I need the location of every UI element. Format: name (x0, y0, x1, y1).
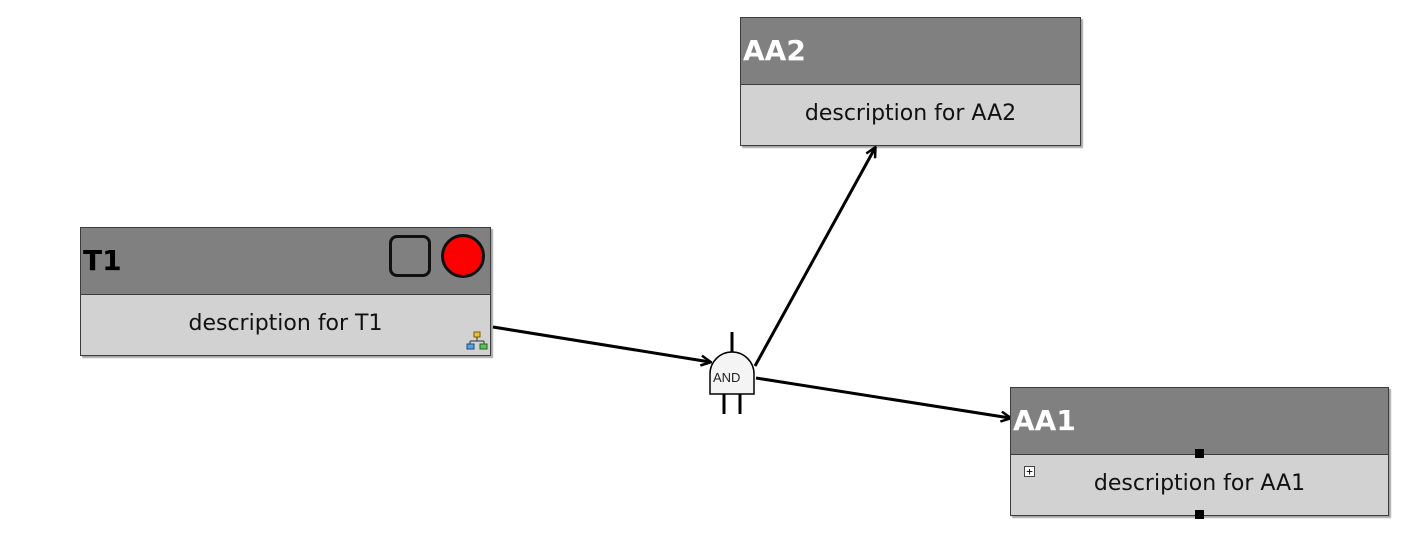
node-aa2-header: AA2 (741, 18, 1080, 85)
edge-t1-to-and[interactable] (492, 325, 710, 362)
edge-and-to-aa2[interactable] (753, 148, 875, 367)
node-t1-header: T1 (81, 228, 490, 295)
node-aa2-body: description for AA2 (741, 85, 1080, 145)
expand-icon[interactable]: + (1024, 466, 1035, 477)
node-aa1-body: + description for AA1 (1011, 455, 1388, 515)
node-t1-body: description for T1 (81, 295, 490, 355)
node-t1[interactable]: T1 description for T1 (80, 227, 491, 356)
and-gate[interactable] (709, 332, 755, 414)
status-light-icon[interactable] (441, 234, 485, 278)
node-aa2[interactable]: AA2 description for AA2 (740, 17, 1081, 146)
and-gate-label: AND (713, 370, 741, 385)
node-aa2-title: AA2 (743, 34, 806, 67)
hierarchy-icon[interactable] (466, 331, 488, 351)
node-t1-description: description for T1 (188, 311, 383, 336)
selection-handle-top[interactable] (1195, 449, 1204, 458)
node-aa1-description: description for AA1 (1093, 471, 1306, 496)
status-square-icon[interactable] (389, 235, 431, 277)
node-aa1-title: AA1 (1013, 404, 1076, 437)
node-aa1-header: AA1 (1011, 388, 1388, 455)
edge-and-to-aa1[interactable] (755, 376, 1010, 418)
node-aa2-description: description for AA2 (804, 101, 1017, 126)
selection-handle-bottom[interactable] (1195, 510, 1204, 519)
node-t1-title: T1 (83, 244, 122, 277)
